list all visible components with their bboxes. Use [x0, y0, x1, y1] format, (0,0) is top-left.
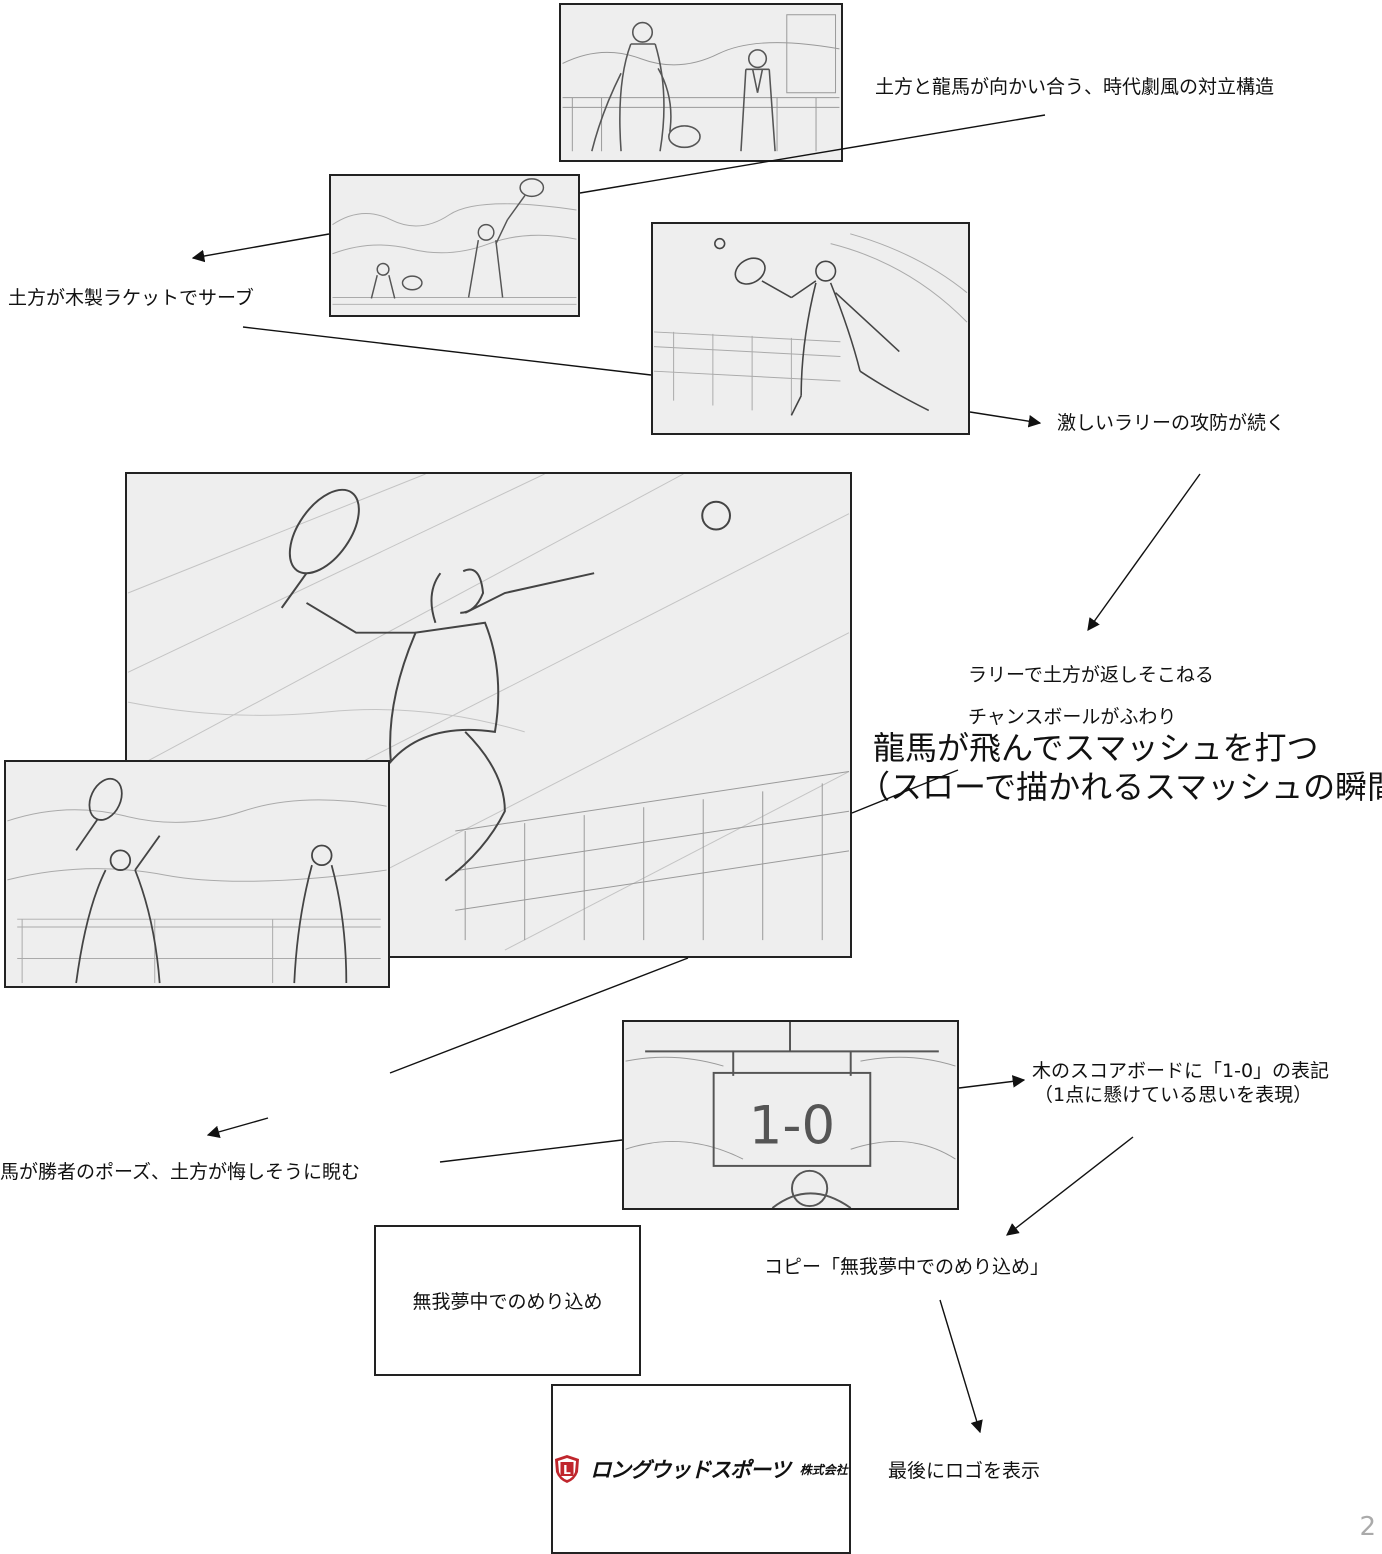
- caption-chance-ball: チャンスボールがふわり: [968, 706, 1177, 728]
- arrow-to-caption-2: [191, 233, 330, 263]
- arrow-to-caption-8: [1006, 1136, 1134, 1236]
- caption-serve: 土方が木製ラケットでサーブ: [8, 287, 254, 309]
- storyboard-frame-6: 1-0: [622, 1020, 959, 1210]
- caption-rally: 激しいラリーの攻防が続く: [1057, 412, 1286, 434]
- sketch-faceoff: [562, 14, 840, 152]
- logo-brand-name: ロングウッドスポーツ: [590, 1458, 791, 1482]
- logo-suffix: 株式会社: [799, 1462, 848, 1477]
- company-logo: L ロングウッドスポーツ 株式会社: [553, 1386, 849, 1552]
- caption-smash: 龍馬が飛んでスマッシュを打つ: [873, 729, 1319, 767]
- caption-faceoff: 土方と龍馬が向かい合う、時代劇風の対立構造: [875, 76, 1275, 98]
- caption-logo: 最後にロゴを表示: [888, 1460, 1041, 1482]
- page-number: 2: [1359, 1512, 1376, 1542]
- sketch-rally: [653, 233, 968, 416]
- connector-2-to-3: [242, 326, 652, 376]
- storyboard-frame-2: [329, 174, 580, 317]
- caption-scoreboard-note: （1点に懸けている思いを表現）: [1034, 1084, 1313, 1106]
- copy-card: 無我夢中でのめり込め: [374, 1225, 641, 1376]
- connector-6-to-caption-6: [439, 1139, 623, 1163]
- storyboard-frame-3: [651, 222, 970, 435]
- sketch-serve: [332, 178, 577, 305]
- arrow-to-caption-9: [939, 1299, 983, 1434]
- caption-scoreboard: 木のスコアボードに「1-0」の表記: [1032, 1060, 1330, 1082]
- storyboard-frame-1: [559, 3, 843, 162]
- shield-emblem-icon: L: [555, 1455, 580, 1483]
- caption-missed-return: ラリーで土方が返しそこねる: [968, 664, 1214, 686]
- copy-card-text: 無我夢中でのめり込め: [412, 1291, 603, 1313]
- arrow-to-caption-6: [206, 1117, 269, 1138]
- emblem-letter: L: [563, 1463, 571, 1477]
- arrow-to-caption-7: [958, 1075, 1026, 1089]
- logo-card: L ロングウッドスポーツ 株式会社: [551, 1384, 851, 1554]
- storyboard-frame-5: [4, 760, 390, 988]
- sketch-scoreboard: 1-0: [625, 1022, 956, 1208]
- caption-slow-motion: （スローで描かれるスマッシュの瞬間）: [858, 768, 1382, 806]
- arrow-to-caption-3: [969, 411, 1042, 428]
- scoreboard-text: 1-0: [749, 1095, 835, 1156]
- sketch-victory: [7, 777, 387, 984]
- arrow-to-caption-4: [1087, 473, 1201, 632]
- caption-copy: コピー「無我夢中でのめり込め」: [764, 1256, 1050, 1278]
- caption-victory-pose: 馬が勝者のポーズ、土方が悔しそうに睨む: [0, 1161, 361, 1183]
